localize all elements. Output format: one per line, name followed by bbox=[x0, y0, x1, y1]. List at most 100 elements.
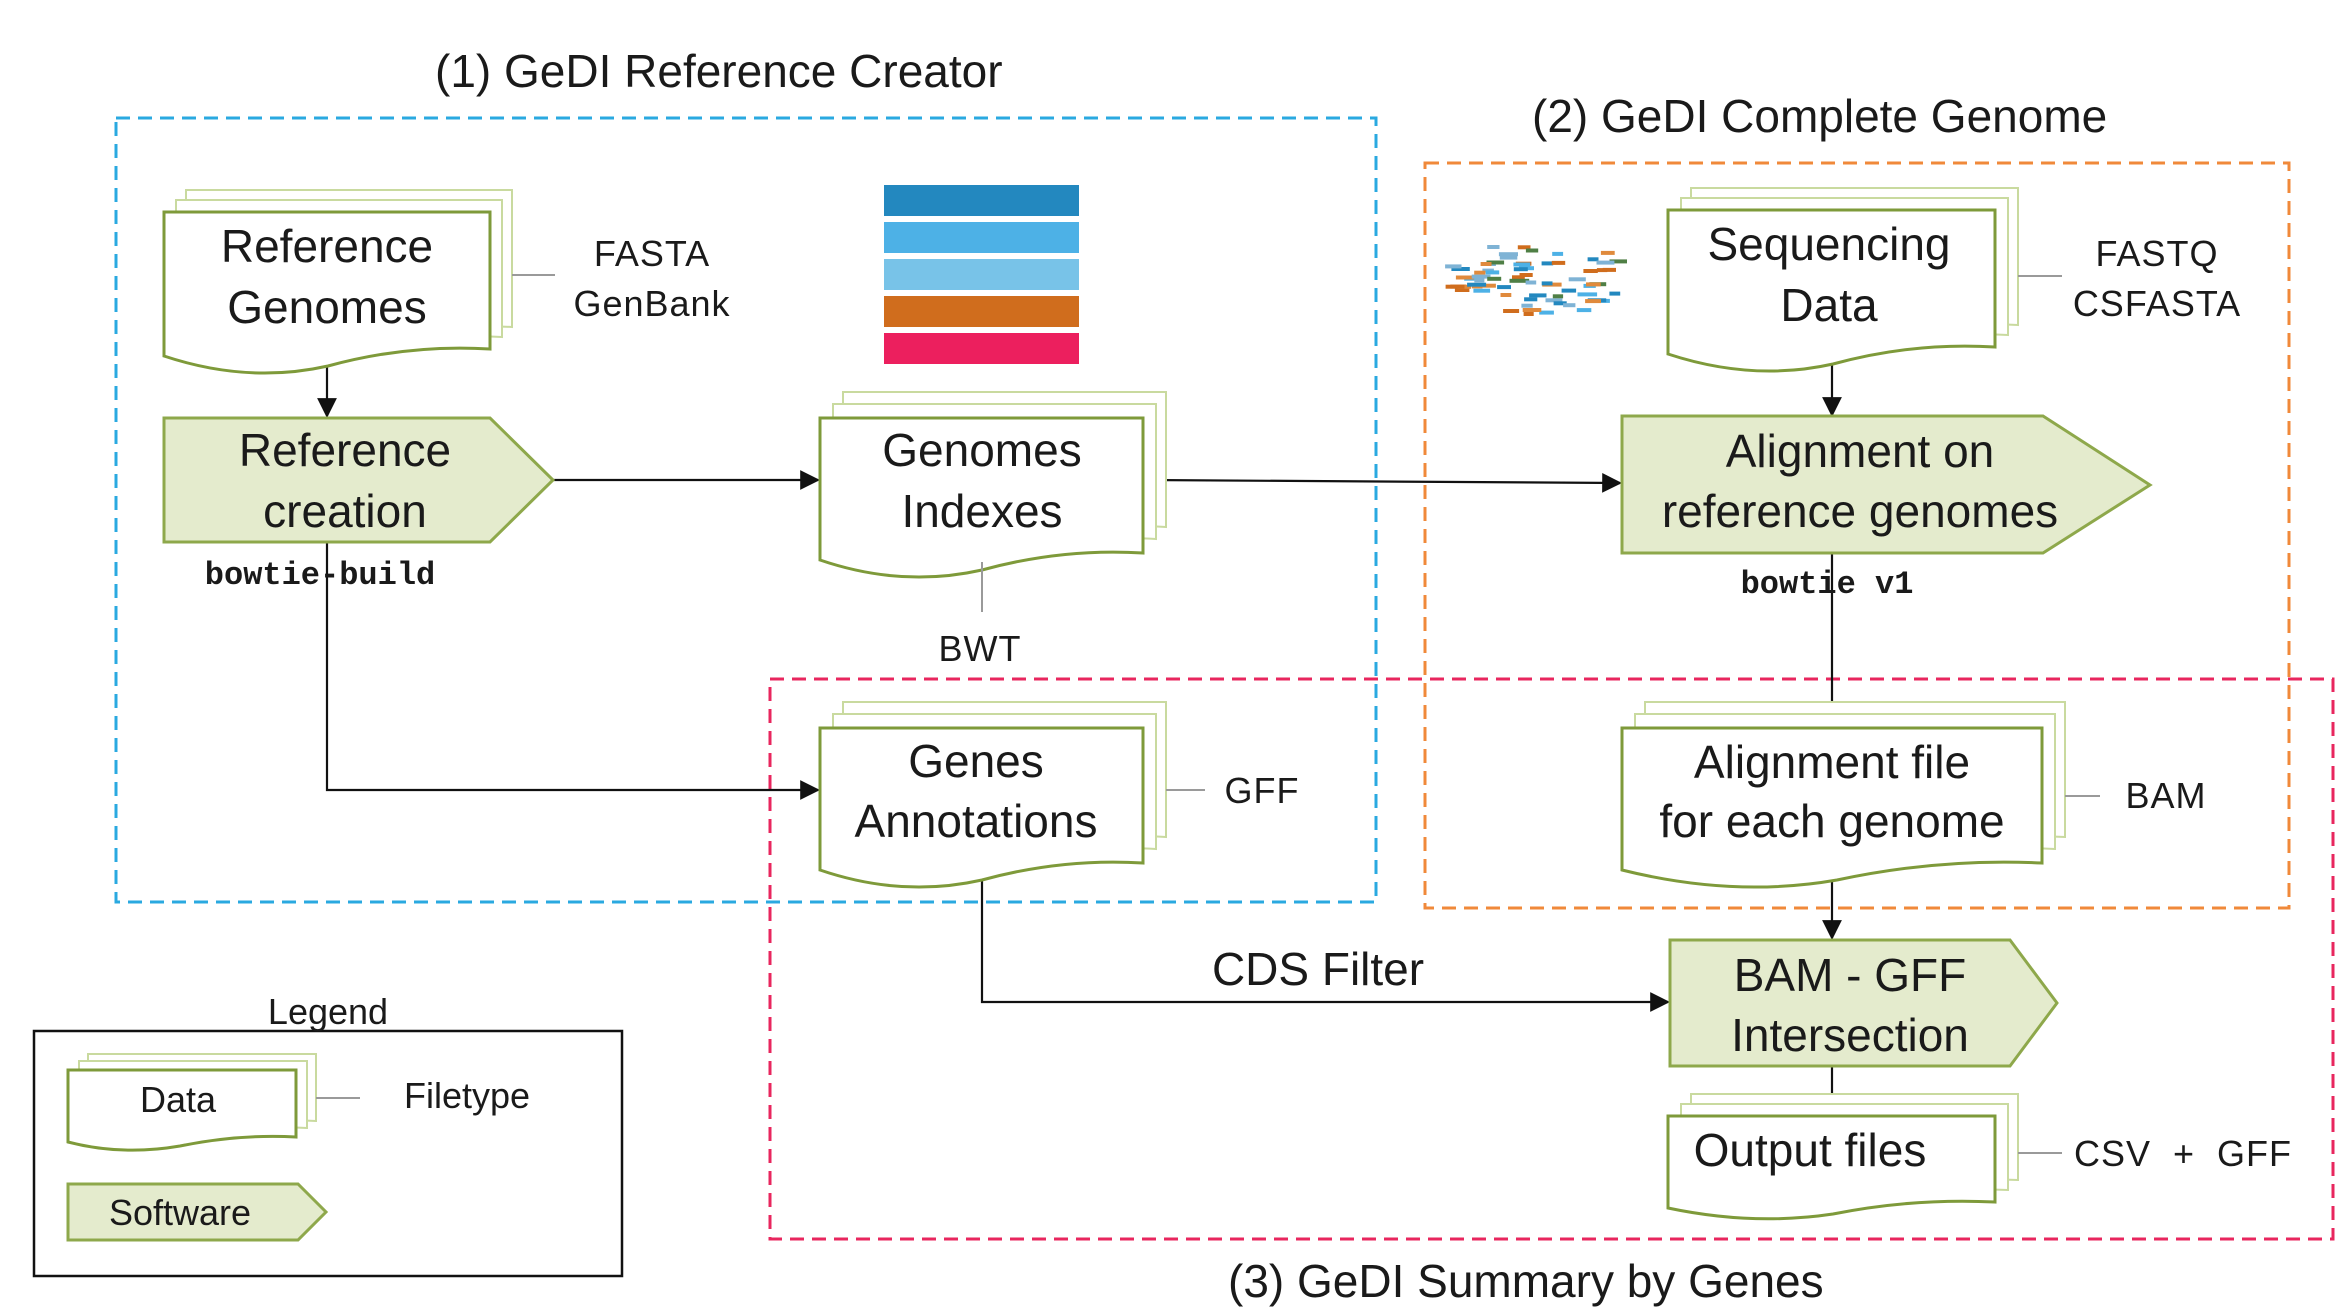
sequencing-read bbox=[1480, 262, 1492, 266]
sequencing-read bbox=[1525, 248, 1539, 253]
legend-title: Legend bbox=[268, 991, 388, 1032]
filetype-fastq: FASTQ bbox=[2095, 233, 2218, 274]
genomes-indexes-label-2: Indexes bbox=[901, 485, 1062, 537]
sequencing-data-label-1: Sequencing bbox=[1708, 218, 1951, 270]
sequencing-read bbox=[1596, 268, 1608, 273]
arrow-creation-to-annotations bbox=[325, 543, 820, 800]
sequencing-read bbox=[1587, 257, 1599, 262]
sequencing-read bbox=[1451, 267, 1470, 271]
sequencing-read bbox=[1474, 278, 1485, 283]
reference-genomes-label-2: Genomes bbox=[227, 281, 426, 333]
sequencing-read bbox=[1586, 282, 1601, 287]
output-files-node: Output files bbox=[1666, 1093, 2019, 1221]
sequencing-read bbox=[1485, 270, 1500, 275]
sequencing-read bbox=[1486, 260, 1505, 265]
sequencing-read bbox=[1454, 288, 1470, 292]
sequencing-read bbox=[1521, 303, 1533, 308]
index-stripe bbox=[884, 222, 1079, 253]
arrow-annotations-to-intersection bbox=[980, 870, 1670, 1012]
legend-filetype-label: Filetype bbox=[404, 1075, 530, 1116]
filetype-gff: GFF bbox=[1225, 770, 1300, 811]
sequencing-read bbox=[1523, 312, 1534, 316]
sequencing-read bbox=[1513, 267, 1528, 272]
sequencing-read bbox=[1522, 308, 1542, 312]
sequencing-read bbox=[1563, 303, 1576, 308]
sequencing-read bbox=[1503, 309, 1520, 313]
sequencing-read bbox=[1517, 245, 1531, 250]
sequencing-reads-icon bbox=[1445, 245, 1627, 316]
genomes-indexes-node: Genomes Indexes bbox=[818, 391, 1167, 579]
alignment-label-2: reference genomes bbox=[1662, 485, 2058, 537]
legend-software-shape bbox=[66, 1182, 329, 1242]
edge-label-cds-filter: CDS Filter bbox=[1212, 943, 1424, 995]
sequencing-read bbox=[1512, 275, 1525, 280]
sequencing-read bbox=[1596, 260, 1615, 265]
sequencing-read bbox=[1473, 288, 1491, 293]
sequencing-read bbox=[1583, 269, 1598, 273]
alignment-node: Alignment on reference genomes bbox=[1620, 414, 2153, 555]
sequencing-read bbox=[1553, 301, 1567, 306]
alignment-label-1: Alignment on bbox=[1726, 425, 1995, 477]
sequencing-read bbox=[1585, 299, 1601, 304]
sequencing-read bbox=[1509, 278, 1530, 283]
sequencing-read bbox=[1541, 261, 1554, 266]
reference-creation-node: Reference creation bbox=[162, 416, 556, 544]
sequencing-read bbox=[1474, 270, 1486, 275]
sequencing-read bbox=[1552, 294, 1564, 299]
genomes-indexes-label-1: Genomes bbox=[882, 424, 1081, 476]
sequencing-read bbox=[1519, 273, 1533, 277]
region-title-creator: (1) GeDI Reference Creator bbox=[435, 45, 1003, 97]
index-stripe bbox=[884, 259, 1079, 290]
sequencing-read bbox=[1513, 262, 1531, 267]
region-title-summary: (3) GeDI Summary by Genes bbox=[1228, 1255, 1824, 1307]
index-stripes-icon bbox=[884, 185, 1079, 364]
sequencing-read bbox=[1576, 308, 1592, 313]
sequencing-read bbox=[1609, 259, 1627, 264]
legend-box bbox=[32, 1029, 624, 1278]
sequencing-read bbox=[1545, 298, 1563, 303]
alignment-file-node: Alignment file for each genome bbox=[1620, 701, 2066, 889]
sequencing-read bbox=[1499, 255, 1518, 260]
sequencing-read bbox=[1541, 281, 1553, 286]
sequencing-read bbox=[1524, 297, 1538, 302]
reference-creation-label-1: Reference bbox=[239, 424, 451, 476]
sequencing-data-node: Sequencing Data bbox=[1666, 187, 2019, 373]
sequencing-read bbox=[1480, 283, 1496, 288]
software-bowtie-build: bowtie-build bbox=[205, 557, 435, 594]
genes-annotations-label-2: Annotations bbox=[855, 795, 1098, 847]
sequencing-read bbox=[1471, 274, 1491, 279]
sequencing-read bbox=[1561, 288, 1577, 293]
reference-genomes-label-1: Reference bbox=[221, 220, 433, 272]
software-bowtie-v1: bowtie v1 bbox=[1741, 566, 1914, 603]
filetype-csfasta: CSFASTA bbox=[2073, 283, 2241, 324]
sequencing-read bbox=[1455, 275, 1474, 280]
genes-annotations-label-1: Genes bbox=[908, 735, 1044, 787]
sequencing-read bbox=[1467, 282, 1487, 287]
sequencing-read bbox=[1551, 260, 1566, 265]
sequencing-read bbox=[1539, 310, 1554, 315]
filetype-bam: BAM bbox=[2125, 775, 2206, 816]
sequencing-read bbox=[1500, 293, 1512, 297]
sequencing-read bbox=[1487, 276, 1502, 281]
sequencing-read bbox=[1577, 292, 1598, 297]
arrow-indexes-to-alignment bbox=[1145, 472, 1622, 493]
filetype-csv-gff: CSV + GFF bbox=[2074, 1133, 2292, 1174]
reference-genomes-node: Reference Genomes bbox=[162, 189, 513, 375]
sequencing-read bbox=[1487, 245, 1500, 249]
sequencing-read bbox=[1497, 285, 1511, 290]
output-files-label: Output files bbox=[1694, 1124, 1927, 1176]
sequencing-read bbox=[1568, 277, 1586, 282]
sequencing-read bbox=[1602, 267, 1616, 272]
region-summary-by-genes bbox=[768, 677, 2335, 1241]
alignment-file-label-2: for each genome bbox=[1659, 795, 2004, 847]
filetype-fasta: FASTA bbox=[594, 233, 710, 274]
index-stripe bbox=[884, 185, 1079, 216]
sequencing-read bbox=[1445, 264, 1462, 269]
bam-gff-intersection-node: BAM - GFF Intersection bbox=[1668, 938, 2059, 1068]
index-stripe bbox=[884, 333, 1079, 364]
bam-gff-label-1: BAM - GFF bbox=[1734, 949, 1967, 1001]
bam-gff-label-2: Intersection bbox=[1731, 1009, 1969, 1061]
sequencing-read bbox=[1498, 252, 1518, 257]
